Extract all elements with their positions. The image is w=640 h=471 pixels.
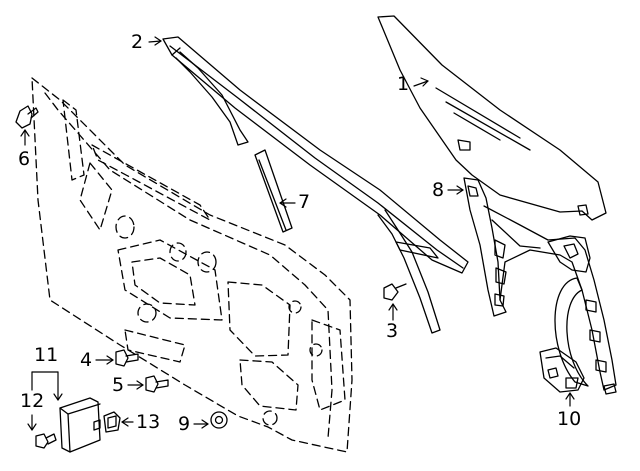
bolt-12 xyxy=(35,433,57,449)
leader-lines xyxy=(20,36,575,431)
bolt-4 xyxy=(115,349,139,367)
window-regulator xyxy=(463,177,617,395)
callout-9: 9 xyxy=(178,413,191,435)
door-module xyxy=(59,397,101,453)
bolt-6 xyxy=(15,105,39,129)
callout-10: 10 xyxy=(557,408,582,430)
bolt-3 xyxy=(383,283,407,301)
callout-13: 13 xyxy=(136,411,161,433)
callout-6: 6 xyxy=(18,148,31,170)
door-glass xyxy=(377,15,607,221)
bolt-5 xyxy=(145,375,169,393)
callout-12: 12 xyxy=(20,390,45,412)
callout-4: 4 xyxy=(80,349,93,371)
door-inner-panel xyxy=(31,77,353,453)
nut-9 xyxy=(210,411,228,429)
callout-1: 1 xyxy=(397,73,410,95)
callout-5: 5 xyxy=(112,374,125,396)
callout-11: 11 xyxy=(34,344,59,366)
division-bar-strip xyxy=(254,149,293,233)
glass-run-channel xyxy=(162,36,469,334)
regulator-motor xyxy=(539,347,585,393)
callout-2: 2 xyxy=(131,31,144,53)
callout-8: 8 xyxy=(432,179,445,201)
callout-3: 3 xyxy=(386,320,399,342)
callout-7: 7 xyxy=(298,191,311,213)
clip-13 xyxy=(103,411,121,433)
